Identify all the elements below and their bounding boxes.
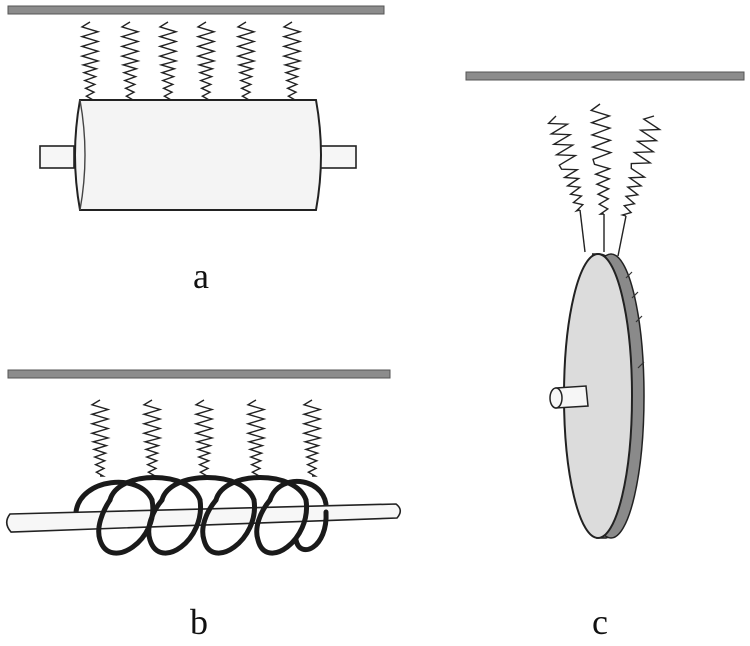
ceiling-bar-b: [7, 369, 391, 379]
coil-front: [96, 497, 329, 556]
spring-b-4: [245, 399, 267, 477]
axle-right-a: [317, 145, 357, 169]
springs-c: [546, 103, 662, 257]
spring-a-5: [235, 21, 257, 101]
spring-c-1: [546, 115, 585, 213]
axle-left-a: [39, 145, 75, 169]
spring-c-2: [589, 103, 613, 215]
spring-b-3: [193, 399, 215, 477]
spring-a-1: [79, 21, 101, 101]
rim-ticks: [625, 271, 645, 369]
spring-a-3: [157, 21, 179, 101]
ceiling-bar-a: [7, 5, 385, 15]
label-a: a: [193, 256, 209, 296]
axle-c-end: [549, 387, 563, 409]
cylinder-end-cap: [79, 99, 86, 211]
spring-a-2: [119, 21, 141, 101]
springs-a: [79, 21, 303, 101]
label-b: b: [190, 602, 208, 642]
spring-c-wire-1: [579, 209, 586, 253]
cylinder-body: [74, 99, 322, 211]
spring-c-3: [619, 115, 662, 217]
spring-b-2: [141, 399, 163, 477]
figure-b: [5, 369, 402, 556]
spring-a-6: [281, 21, 303, 101]
spring-b-5: [301, 399, 323, 477]
label-c: c: [592, 602, 608, 642]
ceiling-bar-c: [465, 71, 745, 81]
springs-b: [89, 399, 323, 477]
figure-c: [465, 71, 745, 539]
coil-back: [73, 475, 329, 515]
figure-a: [7, 5, 385, 211]
spring-b-1: [89, 399, 111, 477]
spring-c-wire-3: [617, 215, 627, 257]
spring-a-4: [195, 21, 217, 101]
